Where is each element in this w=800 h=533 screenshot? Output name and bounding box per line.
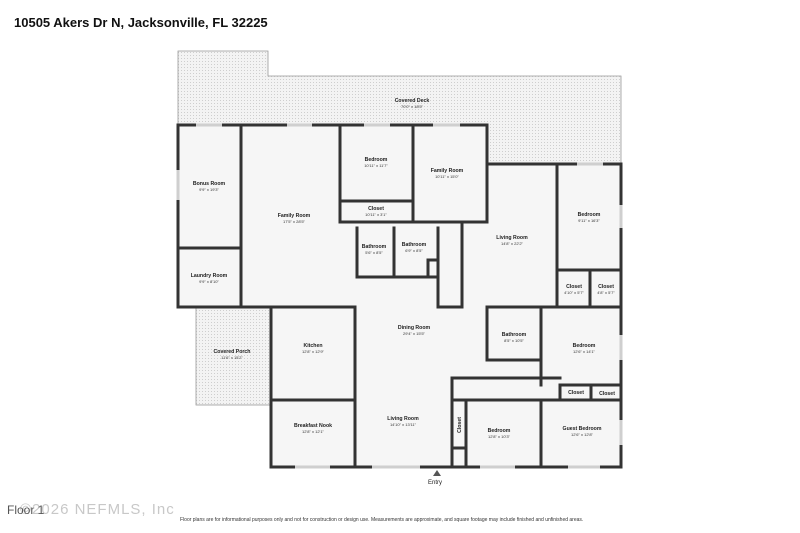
- room-name: Bathroom: [362, 244, 387, 250]
- room-name: Kitchen: [303, 343, 322, 349]
- room-name: Closet: [566, 284, 582, 290]
- room-name: Closet: [598, 284, 614, 290]
- room-dimensions: 14'10" x 13'11": [390, 422, 417, 427]
- room-name: Bathroom: [502, 332, 527, 338]
- room-name: Guest Bedroom: [563, 426, 602, 432]
- watermark: ©2026 NEFMLS, Inc: [20, 501, 175, 518]
- room-dimensions: 12'6" x 14'1": [573, 349, 596, 354]
- room-name: Closet: [599, 391, 615, 397]
- room-name: Bedroom: [365, 157, 388, 163]
- room-name: Bedroom: [578, 212, 601, 218]
- room-name: Bonus Room: [193, 181, 226, 187]
- room-name: Covered Porch: [214, 349, 251, 355]
- room-dimensions: 9'11" x 16'3": [578, 218, 600, 223]
- covered-porch-area: [195, 306, 272, 406]
- room-dimensions: 11'6" x 15'2": [221, 355, 243, 360]
- room-dimensions: 12'8" x 12'1": [302, 429, 325, 434]
- room-dimensions: 4'8" x 5'7": [597, 290, 615, 295]
- floor-label: Floor 1: [7, 503, 45, 517]
- room-name: Living Room: [387, 416, 419, 422]
- room-name: Covered Deck: [395, 98, 430, 104]
- interior-floor: [178, 125, 621, 467]
- exterior-walls: [176, 123, 623, 469]
- room-dimensions: 70'0" x 18'5": [401, 104, 424, 109]
- room-dimensions: 17'5" x 28'5": [283, 219, 306, 224]
- room-name: Dining Room: [398, 325, 431, 331]
- room-dimensions: 8'5" x 10'5": [504, 338, 524, 343]
- room-labels: Covered Deck 70'0" x 18'5" Bonus Room 9'…: [191, 98, 616, 439]
- room-name: Family Room: [278, 213, 311, 219]
- room-dimensions: 6'9" x 8'5": [405, 248, 423, 253]
- room-name: Family Room: [431, 168, 464, 174]
- room-dimensions: 9'9" x 8'10": [199, 279, 219, 284]
- interior-walls: [176, 123, 623, 469]
- room-name: Bedroom: [488, 428, 511, 434]
- room-dimensions: 5'6" x 8'5": [365, 250, 383, 255]
- room-dimensions: 10'11" x 11'7": [364, 163, 388, 168]
- room-dimensions: 12'6" x 12'8": [571, 432, 594, 437]
- room-name: Bathroom: [402, 242, 427, 248]
- room-name: Closet: [568, 390, 584, 396]
- room-dimensions: 9'9" x 19'3": [199, 187, 219, 192]
- entry-label: Entry: [428, 480, 443, 486]
- entry-arrow-icon: [433, 470, 441, 476]
- disclaimer-text: Floor plans are for informational purpos…: [180, 517, 584, 523]
- room-name: Breakfast Nook: [294, 423, 332, 429]
- room-dimensions: 4'10" x 5'7": [564, 290, 584, 295]
- room-name: Closet: [368, 206, 384, 212]
- room-dimensions: 12'8" x 12'9": [302, 349, 325, 354]
- room-dimensions: 14'8" x 22'2": [501, 241, 524, 246]
- room-name: Closet: [457, 417, 463, 433]
- room-name: Laundry Room: [191, 273, 228, 279]
- room-name: Bedroom: [573, 343, 596, 349]
- room-dimensions: 12'8" x 10'3": [488, 434, 511, 439]
- room-dimensions: 10'11" x 3'1": [365, 212, 387, 217]
- windows: [176, 123, 623, 469]
- room-dimensions: 10'11" x 15'0": [435, 174, 459, 179]
- listing-address: 10505 Akers Dr N, Jacksonville, FL 32225: [14, 15, 268, 30]
- room-dimensions: 29'4" x 15'5": [403, 331, 426, 336]
- room-name: Living Room: [496, 235, 528, 241]
